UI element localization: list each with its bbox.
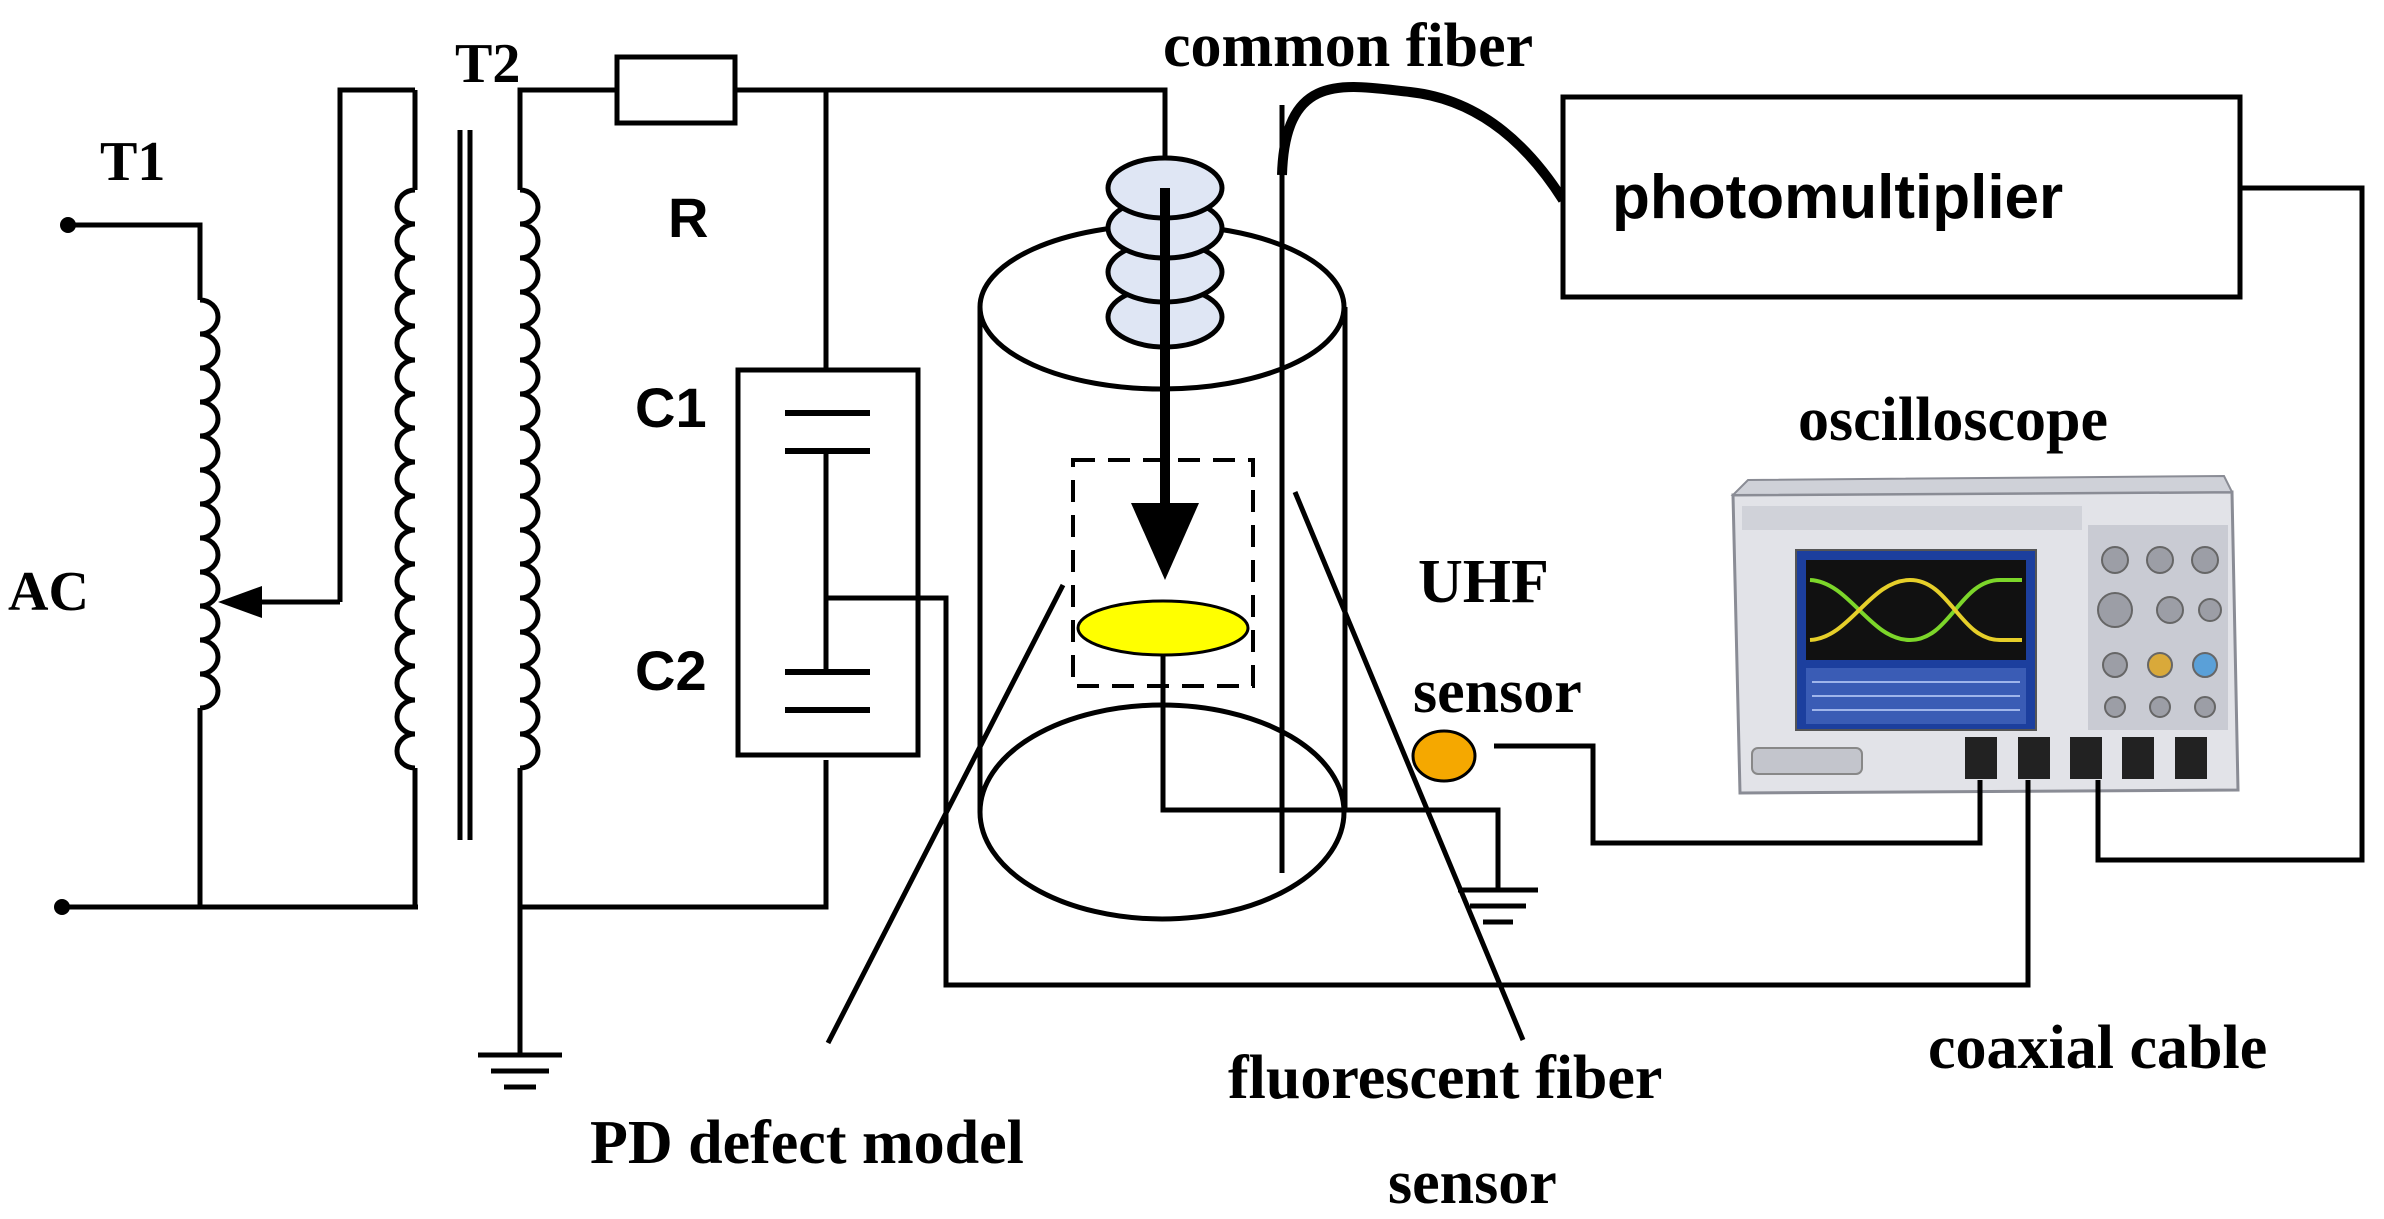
pointer-fluorescent-sensor [1292,491,1526,1041]
scope-knob-6 [2198,598,2222,622]
uhf-sensor-icon [1411,729,1477,783]
label-c2: C2 [635,639,707,702]
scope-top-edge [1730,474,2234,497]
scope-channel-5 [2175,737,2207,779]
label-t2: T2 [455,33,520,95]
wire-t1-top [68,222,203,300]
scope-power-button [1751,747,1863,775]
waveform-trace-2 [1809,577,2022,642]
pd-defect-model [1071,458,1538,925]
down-arrow-icon [1131,503,1199,580]
photomultiplier-box [1560,94,2243,300]
label-r: R [668,186,708,249]
label-pd-defect-model: PD defect model [590,1109,1024,1177]
label-c1: C1 [635,376,707,439]
label-uhf-line2: sensor [1413,658,1582,726]
t2-primary-coil [394,187,416,771]
t1-coil [199,297,221,711]
ground-icon-left [478,1052,562,1090]
bushing [1105,155,1225,580]
divider-enclosure [735,367,921,758]
ground-icon-right [1458,887,1538,925]
label-common-fiber: common fiber [1163,12,1533,80]
transformer-t2 [394,87,829,1090]
wire-r-to-bushing [735,87,1168,175]
capacitive-divider [735,367,2031,988]
coaxial-cable-path [826,595,2031,988]
scope-knob-2 [2146,546,2174,574]
wire-wiper-to-t2 [337,87,415,602]
label-oscilloscope: oscilloscope [1798,386,2108,454]
wiper-arrow-icon [218,586,262,618]
photomultiplier-unit [1277,82,2365,863]
scope-knob-8 [2147,652,2173,678]
scope-knob-5 [2156,596,2184,624]
wire-uhf-to-scope [1494,743,1983,846]
label-t1: T1 [100,131,165,193]
resistor-r [614,54,1168,370]
scope-knob-1 [2101,546,2129,574]
common-fiber-cable [1277,82,1568,203]
uhf-sensor [1411,729,1983,846]
scope-knob-4 [2097,592,2133,628]
resistor-body [614,54,738,126]
scope-channel-3 [2070,737,2102,779]
label-coaxial-cable: coaxial cable [1928,1014,2267,1082]
scope-knob-12 [2194,696,2216,718]
label-photomultiplier: photomultiplier [1612,163,2063,232]
scope-header-strip [1742,506,2082,530]
scope-knob-9 [2192,652,2218,678]
scope-channel-2 [2018,737,2050,779]
electrode [1076,599,1250,657]
scope-waveform-area [1806,560,2026,660]
regulator-t1 [54,87,418,915]
wire-electrode-to-ground [1160,655,1501,890]
scope-knob-7 [2102,652,2128,678]
scope-knob-10 [2104,696,2126,718]
label-ac: AC [8,561,89,623]
oscilloscope [1730,474,2240,803]
scope-knob-3 [2191,546,2219,574]
scope-knob-11 [2149,696,2171,718]
scope-channel-4 [2122,737,2154,779]
t2-secondary-coil [519,187,541,771]
pointer-pd-defect-model [825,583,1066,1045]
wire-return-rail [520,760,829,910]
wire-pmt-to-scope [2095,185,2365,863]
label-uhf-line1: UHF [1418,548,1549,616]
waveform-trace-1 [1809,578,2022,643]
label-fluorescent-line2: sensor [1388,1149,1557,1217]
scope-channel-1 [1965,737,1997,779]
wire-t2-secondary-top [517,87,617,190]
label-fluorescent-line1: fluorescent fiber [1228,1044,1662,1112]
